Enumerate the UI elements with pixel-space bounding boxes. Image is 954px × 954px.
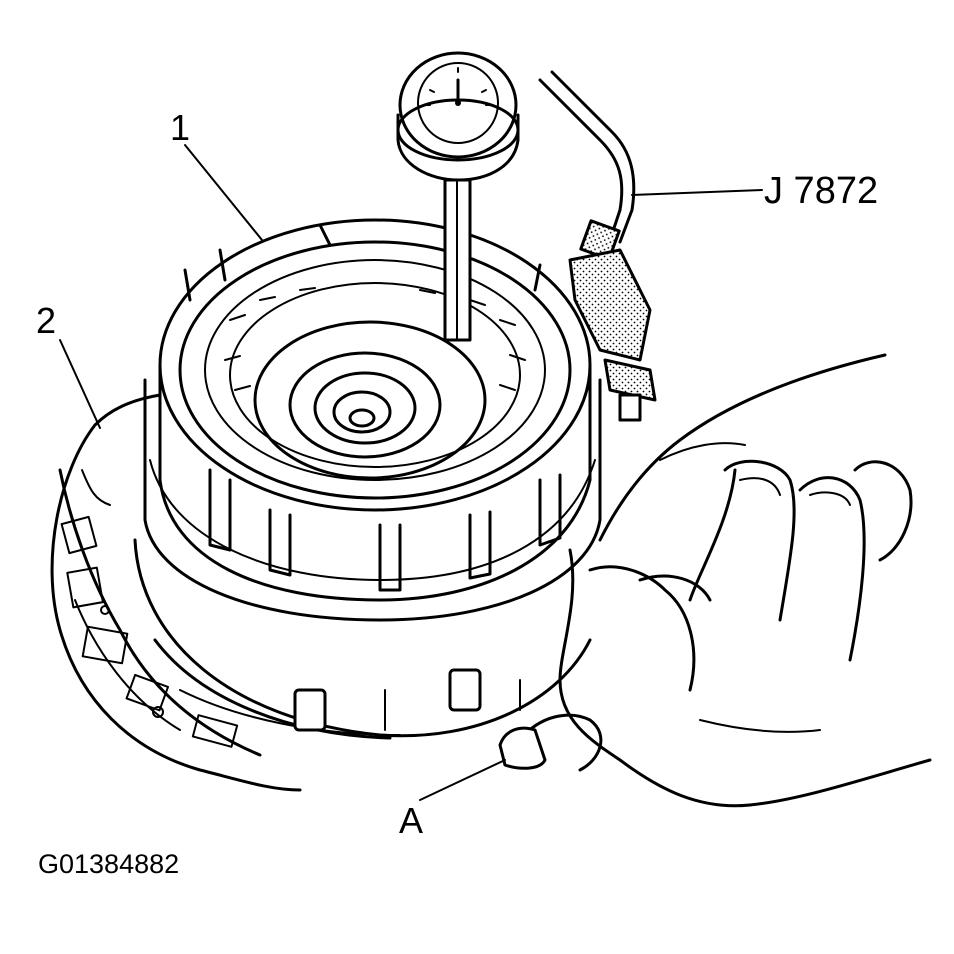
leader-tool — [631, 189, 763, 196]
dial-indicator-tool — [396, 51, 657, 422]
reverse-input-clutch-drum — [143, 218, 602, 622]
case-housing — [50, 393, 302, 792]
leader-item-a — [419, 759, 506, 801]
leader-lines — [59, 144, 763, 801]
callout-item-2: 2 — [36, 300, 57, 341]
technician-hand — [498, 353, 932, 808]
callout-item-1: 1 — [170, 107, 191, 148]
clutch-housing-body — [133, 538, 592, 740]
callout-item-a: A — [399, 800, 424, 841]
leader-item-1 — [184, 144, 263, 241]
callout-tool-j7872: J 7872 — [764, 170, 879, 212]
figure-code: G01384882 — [38, 849, 180, 879]
leader-item-2 — [59, 339, 101, 429]
